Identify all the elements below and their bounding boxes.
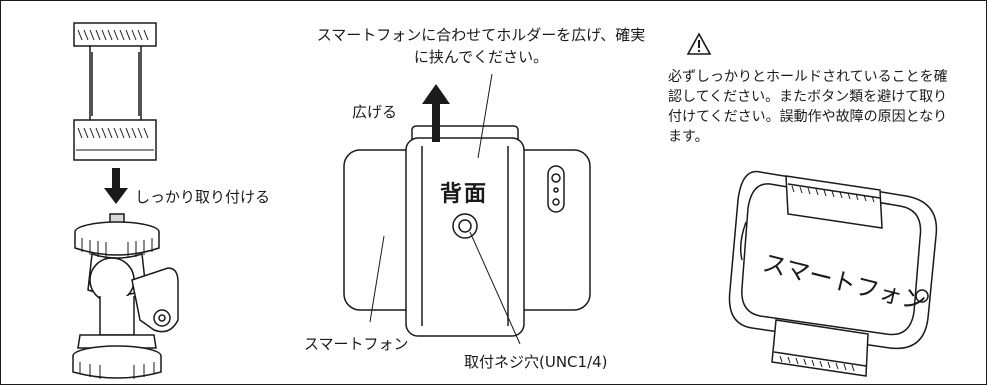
warning-text: 必ずしっかりとホールドされていることを確認してください。またボタン類を避けて取り… [668, 69, 948, 145]
leader-lines [369, 73, 521, 345]
clamp-grip-teeth [779, 185, 875, 372]
arrow-down-icon [104, 168, 128, 204]
mount-hole-label: 取付ネジ穴(UNC1/4) [464, 353, 608, 371]
top-caption: スマートフォンに合わせてホルダーを広げ、確実に挟んでください。 [316, 26, 646, 66]
back-side-label: 背面 [440, 182, 489, 207]
spread-label: 広げる [352, 103, 398, 121]
phone-holder-clip [73, 22, 157, 161]
smartphone-label: スマートフォン [304, 335, 409, 353]
camera-module-icon [547, 165, 565, 213]
arrow-up-icon [422, 84, 450, 142]
ball-head-mount [72, 213, 179, 379]
clip-grip-teeth [76, 29, 154, 151]
mount-hole-icon [452, 213, 478, 239]
holder-lower-clamp [771, 319, 869, 377]
knurl-lines [79, 238, 155, 379]
warning-triangle-icon [686, 32, 712, 55]
attach-label: しっかり取り付ける [135, 188, 271, 206]
